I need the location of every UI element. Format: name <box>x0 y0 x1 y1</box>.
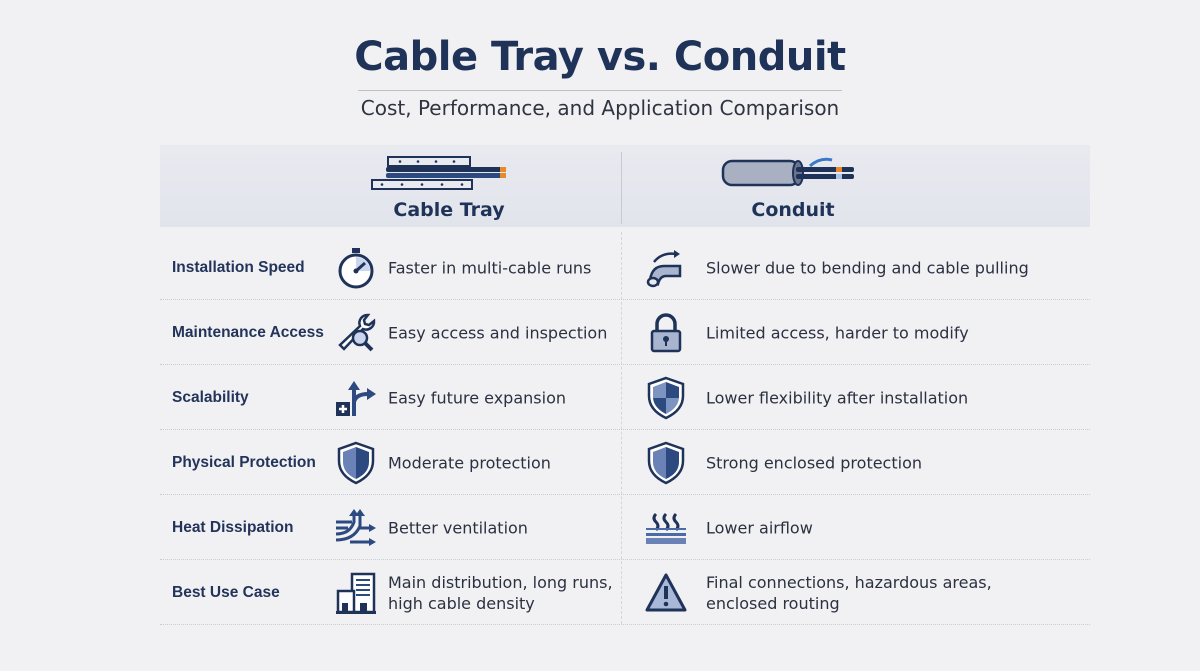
cable-tray-value: Faster in multi-cable runs <box>388 258 592 277</box>
row-divider <box>160 559 1090 560</box>
page-title: Cable Tray vs. Conduit <box>354 34 846 80</box>
shield-icon <box>644 441 688 485</box>
row-label: Installation Speed <box>172 258 305 276</box>
airflow-arrows-icon <box>334 506 378 550</box>
cable-tray-value: Easy access and inspection <box>388 323 608 342</box>
comparison-row: Maintenance Access Easy access and inspe… <box>160 300 1090 365</box>
bent-pipe-icon <box>644 246 688 290</box>
page-subtitle: Cost, Performance, and Application Compa… <box>360 96 840 120</box>
expand-arrows-icon <box>334 376 378 420</box>
cable-tray-value: Easy future expansion <box>388 388 566 407</box>
conduit-value: Strong enclosed protection <box>706 453 922 472</box>
comparison-row: Physical Protection Moderate protection … <box>160 430 1090 495</box>
stopwatch-icon <box>334 246 378 290</box>
row-divider <box>160 624 1090 625</box>
conduit-icon <box>720 155 860 196</box>
row-label: Physical Protection <box>172 453 316 471</box>
shield-icon <box>334 441 378 485</box>
conduit-value: Lower flexibility after installation <box>706 388 969 407</box>
row-label: Heat Dissipation <box>172 518 294 536</box>
row-divider <box>160 364 1090 365</box>
row-divider <box>160 494 1090 495</box>
row-divider <box>160 299 1090 300</box>
title-divider <box>358 90 842 91</box>
cable-tray-value: Moderate protection <box>388 453 551 472</box>
padlock-icon <box>644 311 688 355</box>
conduit-value: Lower airflow <box>706 518 813 537</box>
row-label: Maintenance Access <box>172 323 324 341</box>
column-header-cable-tray: Cable Tray <box>393 199 505 221</box>
column-header-conduit: Conduit <box>751 199 835 221</box>
comparison-row: Installation Speed Faster in multi-cable… <box>160 235 1090 300</box>
warning-triangle-icon <box>644 571 688 615</box>
row-label: Scalability <box>172 388 249 406</box>
building-icon <box>334 571 378 615</box>
heat-waves-icon <box>644 506 688 550</box>
row-label: Best Use Case <box>172 583 280 601</box>
wrench-magnifier-icon <box>334 311 378 355</box>
row-divider <box>160 429 1090 430</box>
column-divider <box>621 152 622 224</box>
cable-tray-value: Better ventilation <box>388 518 528 537</box>
comparison-row: Scalability Easy future expansion Lower … <box>160 365 1090 430</box>
cable-tray-icon <box>370 155 520 200</box>
conduit-value: Final connections, hazardous areas, encl… <box>706 572 992 613</box>
column-divider <box>621 232 622 624</box>
conduit-value: Limited access, harder to modify <box>706 323 969 342</box>
table-header <box>160 145 1090 227</box>
shield-quartered-icon <box>644 376 688 420</box>
comparison-row: Heat Dissipation Better ventilation Lowe… <box>160 495 1090 560</box>
comparison-row: Best Use Case Main distribution, long ru… <box>160 560 1090 625</box>
conduit-value: Slower due to bending and cable pulling <box>706 258 1029 277</box>
cable-tray-value: Main distribution, long runs, high cable… <box>388 572 613 613</box>
